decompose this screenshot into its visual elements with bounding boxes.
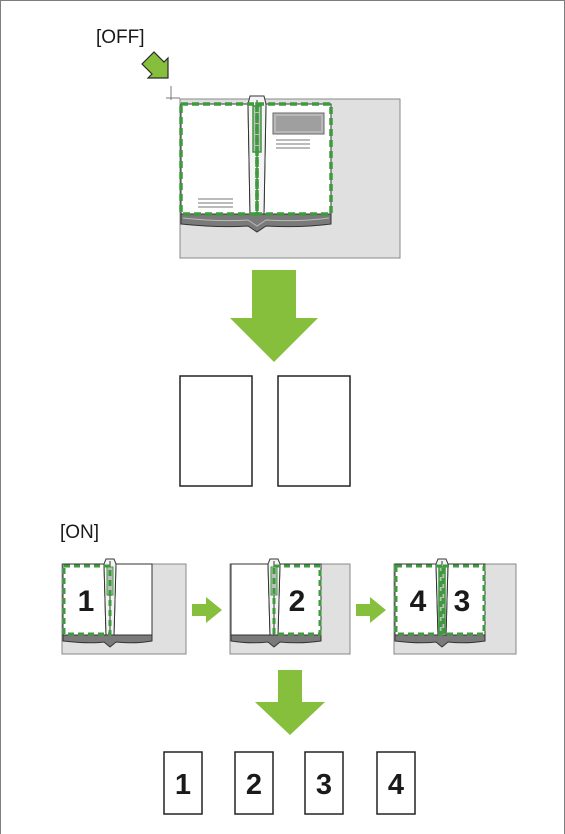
- output-page-4: [376, 751, 416, 815]
- output-page-3: [304, 751, 344, 815]
- output-page-2: [234, 751, 274, 815]
- off-output-page-right: [277, 375, 351, 487]
- corner-arrow-icon: [141, 51, 169, 79]
- on-label: [ON]: [60, 522, 99, 543]
- on-output-pages: 1 2 3 4: [163, 751, 416, 815]
- output-page-1: [163, 751, 203, 815]
- off-output-page-left: [179, 375, 253, 487]
- on-step-3: 4 3: [393, 558, 517, 655]
- output-page-4-number: 4: [388, 769, 404, 801]
- output-page-1-number: 1: [175, 769, 191, 801]
- output-page-3-number: 3: [316, 769, 332, 801]
- on-step-2: 2: [229, 558, 351, 655]
- step2-page-number: 2: [289, 585, 306, 618]
- on-down-arrow-icon: [255, 670, 325, 735]
- step3-left-page-number: 4: [410, 585, 427, 618]
- corner-guide-marks: [166, 86, 180, 100]
- off-label: [OFF]: [96, 27, 145, 48]
- open-book-off: [179, 95, 333, 233]
- step-arrow-2-icon: [356, 597, 386, 623]
- on-step-1: 1: [61, 558, 187, 655]
- step3-right-page-number: 3: [454, 585, 471, 618]
- step1-page-number: 1: [78, 585, 95, 618]
- output-page-2-number: 2: [246, 769, 262, 801]
- big-down-arrow-icon: [230, 270, 318, 362]
- step-arrow-1-icon: [192, 597, 222, 623]
